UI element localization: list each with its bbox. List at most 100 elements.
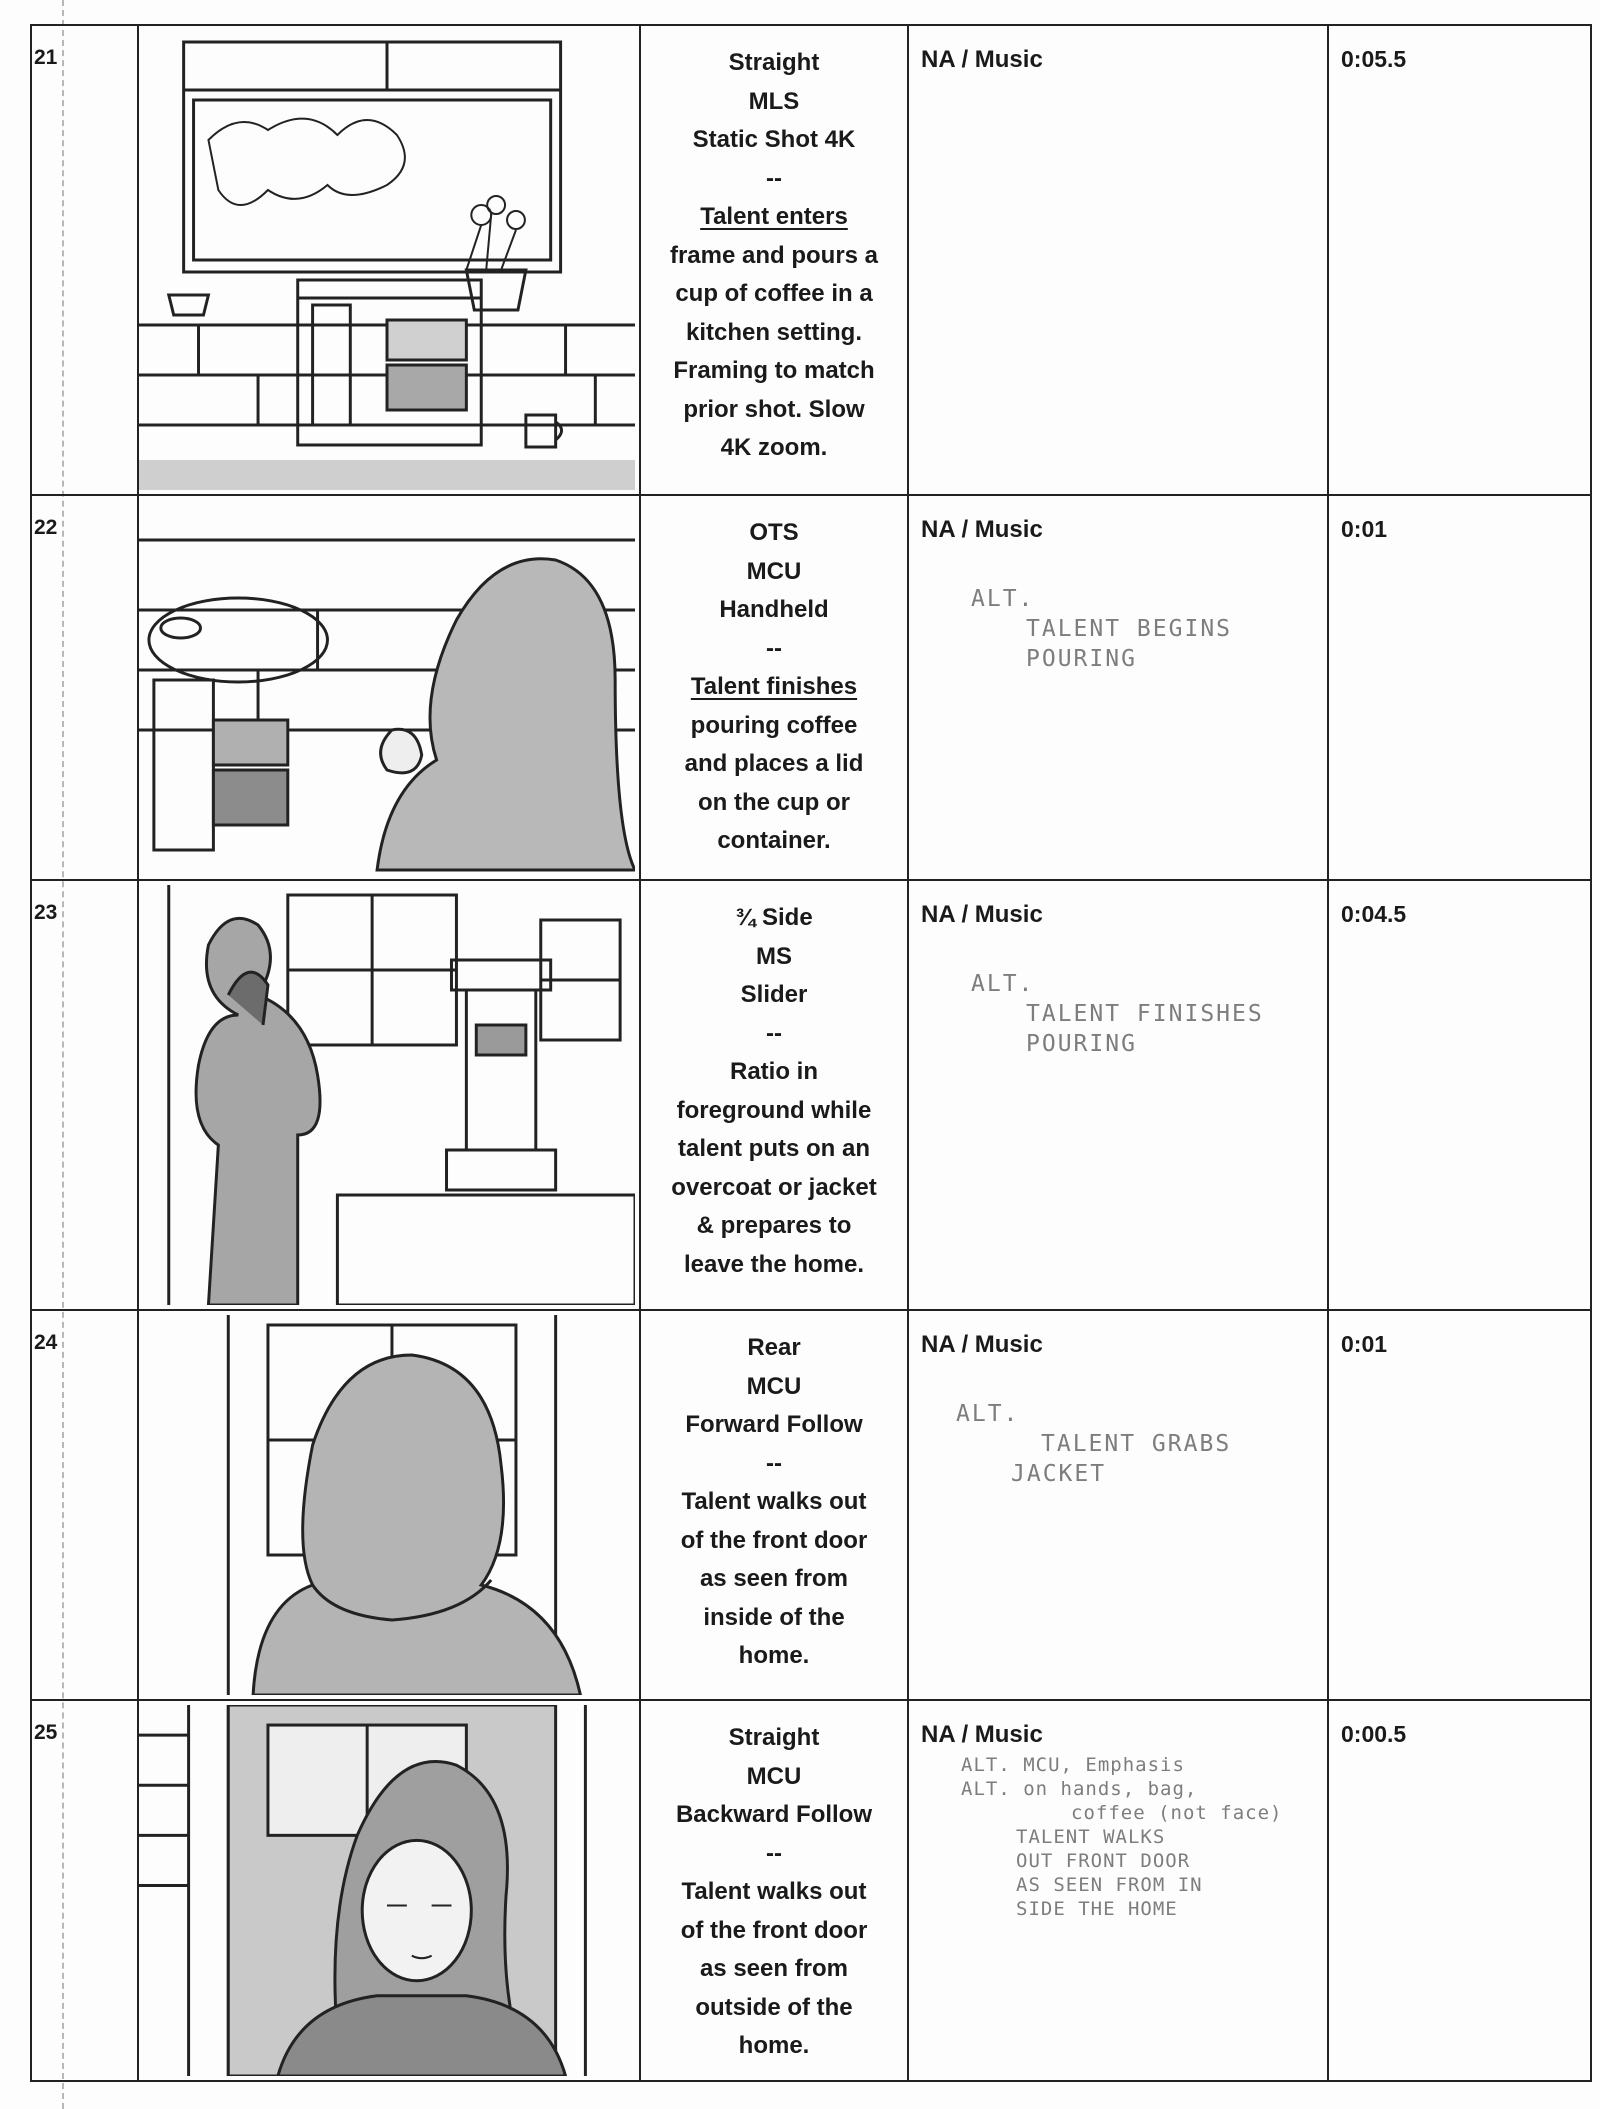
shot-number: 21: [30, 24, 139, 496]
camera-angle: ¾ Side: [735, 904, 813, 931]
action-line: container.: [717, 827, 831, 854]
note-line: JACKET: [1011, 1461, 1107, 1487]
note-line: POURING: [1026, 646, 1137, 672]
camera-movement: Static Shot 4K: [692, 126, 856, 153]
handwritten-note: ALT. TALENT GRABS JACKET: [956, 1399, 1327, 1489]
action-line: Talent walks out: [681, 1488, 867, 1515]
separator: --: [766, 1839, 782, 1867]
action-line: and places a lid: [684, 750, 864, 777]
note-line: ALT. MCU, Emphasis: [961, 1754, 1185, 1776]
shot-number: 22: [30, 494, 139, 881]
audio-cell: NA / Music ALT. TALENT GRABS JACKET: [907, 1309, 1329, 1701]
sketch-panel-25: [137, 1699, 641, 2082]
action-line: prior shot. Slow: [683, 395, 865, 423]
action-line: of the front door: [680, 1916, 868, 1944]
audio-label: NA / Music: [921, 1721, 1043, 1748]
action-line: on the cup or: [698, 788, 850, 816]
note-line: coffee (not face): [1071, 1802, 1283, 1824]
duration: 0:05.5: [1327, 24, 1592, 496]
action-line: Framing to match: [673, 357, 875, 384]
camera-angle: Rear: [747, 1334, 801, 1361]
note-line: TALENT BEGINS: [1026, 616, 1233, 642]
shot-size: MS: [756, 942, 792, 970]
front-follow-sketch: [139, 1705, 587, 2076]
shot-description: Straight MCU Backward Follow -- Talent w…: [639, 1699, 909, 2082]
note-line: SIDE THE HOME: [1016, 1898, 1178, 1920]
action-line: overcoat or jacket: [671, 1173, 877, 1201]
action-line: 4K zoom.: [720, 434, 828, 461]
action-line: pouring coffee: [690, 711, 858, 739]
audio-cell: NA / Music: [907, 24, 1329, 496]
shot-description: ¾ Side MS Slider -- Ratio in foreground …: [639, 879, 909, 1311]
camera-movement: Forward Follow: [685, 1411, 863, 1438]
action-line: talent puts on an: [678, 1135, 870, 1162]
action-line: as seen from: [699, 1565, 849, 1592]
note-line: TALENT FINISHES: [1026, 1001, 1264, 1027]
shot-number: 24: [30, 1309, 139, 1701]
note-line: POURING: [1026, 1031, 1137, 1057]
audio-cell: NA / Music ALT. MCU, Emphasis ALT. on ha…: [907, 1699, 1329, 2082]
note-line: ALT.: [971, 586, 1035, 612]
camera-angle: OTS: [749, 519, 799, 546]
sketch-panel-22: [137, 494, 641, 881]
sketch-panel-24: [137, 1309, 641, 1701]
shot-row-25: 25: [30, 1699, 1592, 2082]
note-line: OUT FRONT DOOR: [1016, 1850, 1191, 1872]
shot-row-23: 23: [30, 879, 1592, 1311]
handwritten-note: ALT. TALENT FINISHES POURING: [971, 969, 1327, 1059]
action-line: leave the home.: [683, 1250, 865, 1278]
action-line: cup of coffee in a: [675, 280, 873, 307]
action-line: Ratio in: [730, 1058, 818, 1085]
action-line: foreground while: [676, 1096, 872, 1124]
separator: --: [766, 164, 782, 192]
shot-description: OTS MCU Handheld -- Talent finishes pour…: [639, 494, 909, 881]
shot-size: MCU: [746, 557, 802, 585]
shot-description: Straight MLS Static Shot 4K -- Talent en…: [639, 24, 909, 496]
kitchen-coffee-sketch: [139, 40, 635, 490]
shot-size: MLS: [748, 87, 800, 115]
note-line: TALENT WALKS: [1016, 1826, 1166, 1848]
separator: --: [766, 1449, 782, 1477]
shot-size: MCU: [746, 1372, 802, 1400]
camera-movement: Backward Follow: [675, 1801, 873, 1828]
rear-follow-sketch: [226, 1315, 582, 1695]
camera-angle: Straight: [728, 1724, 820, 1751]
action-line: kitchen setting.: [685, 318, 863, 346]
audio-label: NA / Music: [921, 46, 1043, 73]
note-line: AS SEEN FROM IN: [1016, 1874, 1203, 1896]
shot-row-22: 22: [30, 494, 1592, 881]
shot-number: 23: [30, 879, 139, 1311]
sketch-panel-21: [137, 24, 641, 496]
action-line: home.: [738, 1642, 810, 1669]
audio-label: NA / Music: [921, 516, 1043, 543]
separator: --: [766, 1019, 782, 1047]
shot-description: Rear MCU Forward Follow -- Talent walks …: [639, 1309, 909, 1701]
note-line: ALT.: [956, 1401, 1020, 1427]
camera-movement: Slider: [740, 981, 808, 1008]
shot-row-24: 24 Rear MCU Forward Foll: [30, 1309, 1592, 1701]
audio-label: NA / Music: [921, 1331, 1043, 1358]
note-line: ALT. on hands, bag,: [961, 1778, 1198, 1800]
jacket-slider-sketch: [167, 885, 635, 1305]
audio-cell: NA / Music ALT. TALENT FINISHES POURING: [907, 879, 1329, 1311]
action-line: home.: [738, 2032, 810, 2059]
duration: 0:01: [1327, 1309, 1592, 1701]
duration: 0:04.5: [1327, 879, 1592, 1311]
camera-movement: Handheld: [719, 596, 829, 623]
note-line: ALT.: [971, 971, 1035, 997]
pouring-coffee-sketch: [139, 538, 635, 872]
duration: 0:01: [1327, 494, 1592, 881]
action-line: inside of the: [703, 1603, 845, 1631]
audio-cell: NA / Music ALT. TALENT BEGINS POURING: [907, 494, 1329, 881]
action-line: outside of the: [695, 1993, 853, 2021]
handwritten-note: ALT. MCU, Emphasis ALT. on hands, bag, c…: [961, 1753, 1327, 1921]
handwritten-note: ALT. TALENT BEGINS POURING: [971, 584, 1327, 674]
separator: --: [766, 634, 782, 662]
action-line: Talent enters: [700, 203, 848, 230]
action-line: Talent finishes: [690, 673, 858, 700]
action-line: frame and pours a: [669, 241, 879, 269]
sketch-panel-23: [137, 879, 641, 1311]
action-line: Talent walks out: [681, 1878, 867, 1905]
shot-number: 25: [30, 1699, 139, 2082]
